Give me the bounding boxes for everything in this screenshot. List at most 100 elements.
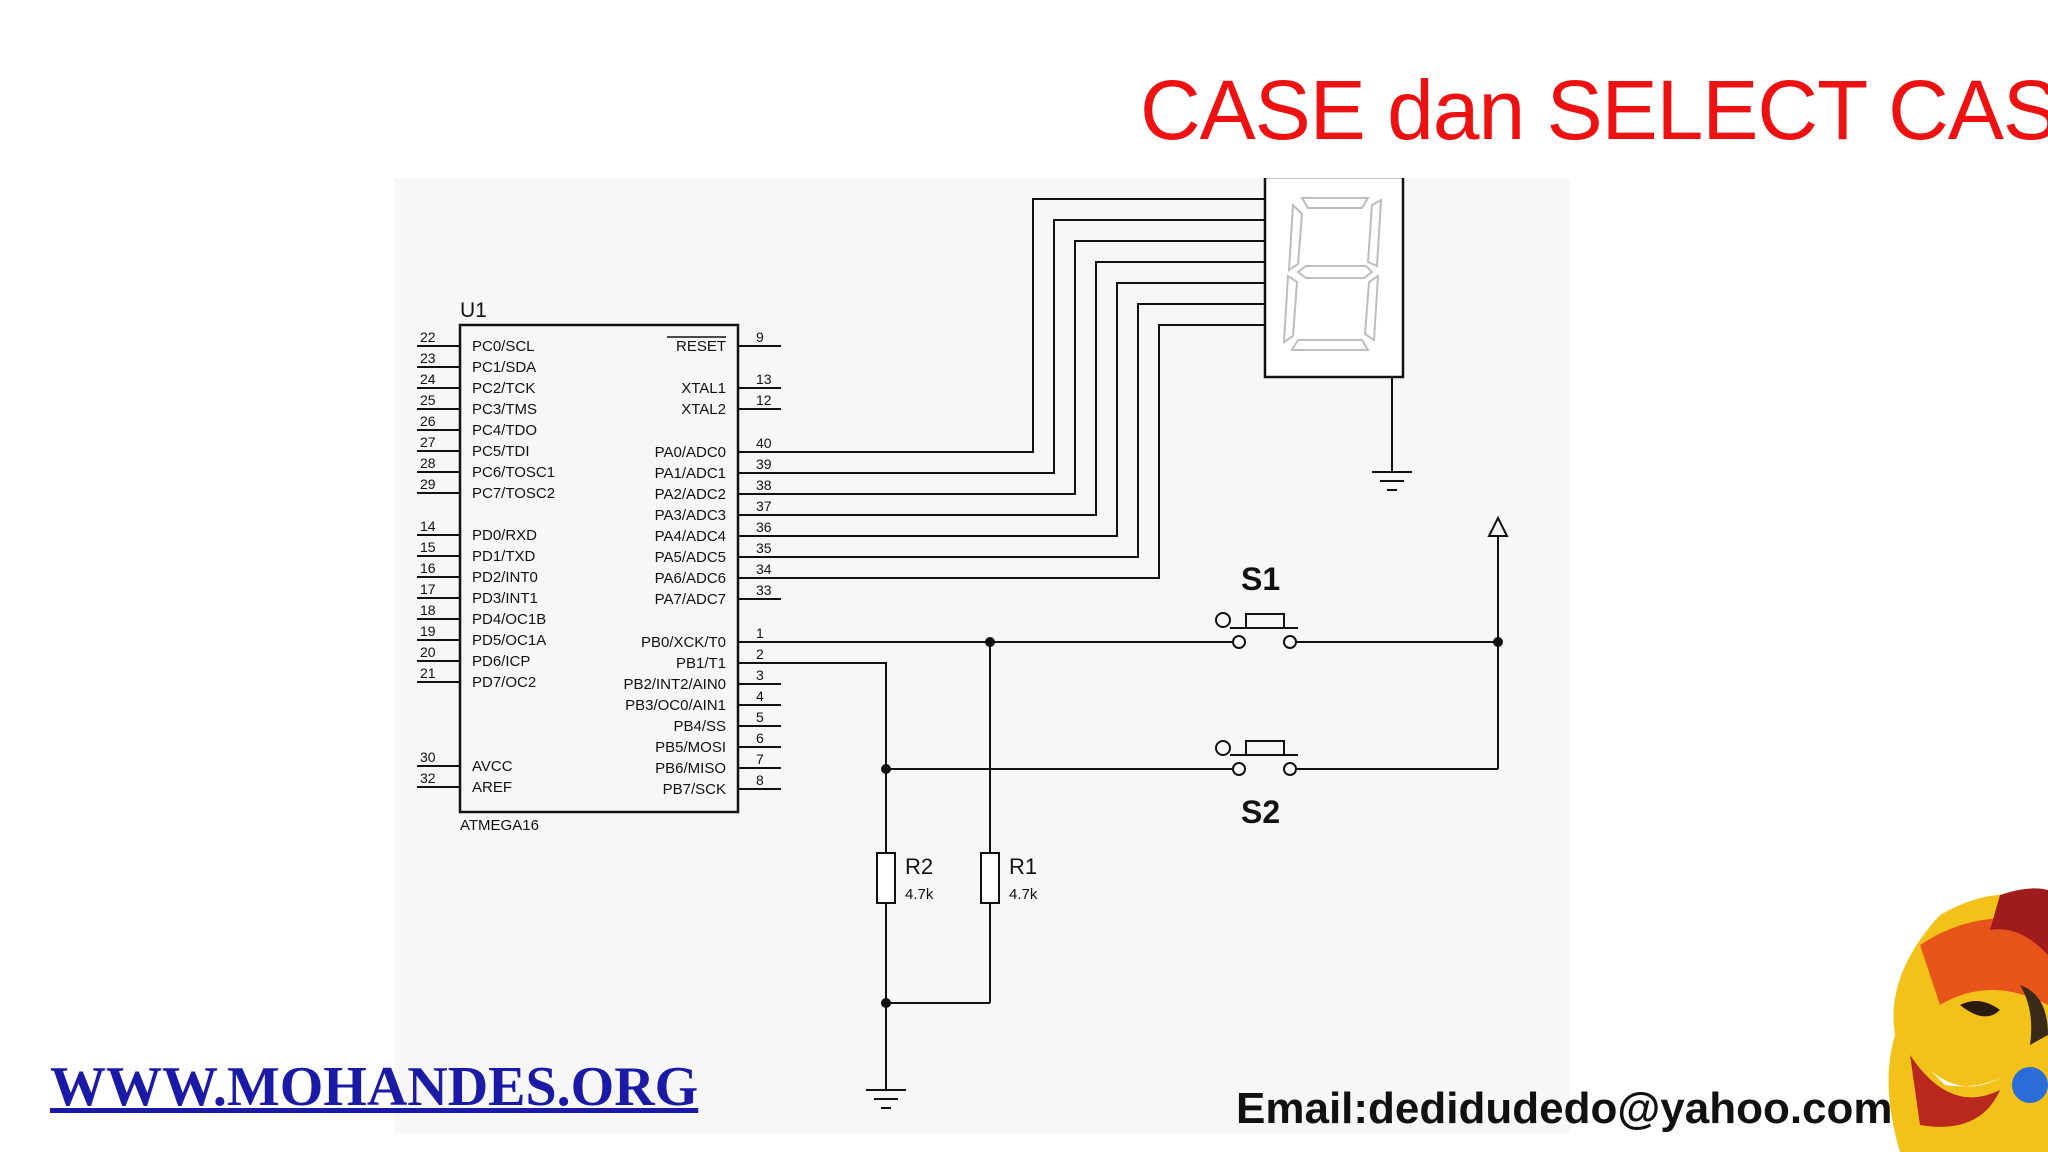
mcu-pin-name: PA1/ADC1 [655, 465, 726, 482]
mcu-pin-name: PC4/TDO [472, 422, 537, 439]
mcu-pin-number: 30 [420, 749, 436, 765]
mcu-pin-name: PD2/INT0 [472, 569, 538, 586]
mcu-pin-name: PB6/MISO [655, 760, 726, 777]
mcu-pin-name: PC0/SCL [472, 338, 535, 355]
mcu-pin-number: 25 [420, 392, 436, 408]
mcu-pin-number: 9 [756, 329, 764, 345]
mcu-pin-name: PB7/SCK [663, 781, 726, 798]
mcu-pin-name: PB3/OC0/AIN1 [625, 697, 726, 714]
mcu-pin-number: 16 [420, 560, 436, 576]
mcu-ref-label: U1 [460, 299, 487, 322]
mcu-pin-name: PA2/ADC2 [655, 486, 726, 503]
mcu-pin-name: PC7/TOSC2 [472, 485, 555, 502]
mcu-pin-number: 24 [420, 371, 436, 387]
mcu-pin-number: 15 [420, 539, 436, 555]
mcu-pin-name: PA6/ADC6 [655, 570, 726, 587]
mcu-pin-number: 28 [420, 455, 436, 471]
mcu-body [458, 323, 740, 814]
mcu-pin-name: PC6/TOSC1 [472, 464, 555, 481]
mcu-pin-number: 38 [756, 477, 772, 493]
mcu-pin-number: 5 [756, 709, 764, 725]
mcu-pin-number: 17 [420, 581, 436, 597]
email-address: Email:dedidudedo@yahoo.com [1236, 1084, 1893, 1133]
mcu-pin-number: 2 [756, 646, 764, 662]
display-ground-symbol [1372, 377, 1412, 491]
mcu-pin-number: 14 [420, 518, 436, 534]
junction-dot [881, 998, 891, 1008]
mcu-pin-number: 33 [756, 582, 772, 598]
mcu-pin-number: 21 [420, 665, 436, 681]
mcu-pin-name: XTAL1 [681, 380, 726, 397]
mcu-pin-number: 1 [756, 625, 764, 641]
mcu-pin-number: 19 [420, 623, 436, 639]
ground-symbol [866, 1089, 906, 1109]
mcu-pin-name: PD4/OC1B [472, 611, 546, 628]
mcu-pin-name: PD6/ICP [472, 653, 530, 670]
mcu-pin-name: PD3/INT1 [472, 590, 538, 607]
mcu-pin-number: 4 [756, 688, 764, 704]
mcu-pin-name: AREF [472, 779, 512, 796]
mcu-pin-name: PA3/ADC3 [655, 507, 726, 524]
mcu-pin-name: PB0/XCK/T0 [641, 634, 726, 651]
mcu-pin-number: 8 [756, 772, 764, 788]
mcu-pin-name: AVCC [472, 758, 513, 775]
resistor-r1 [980, 852, 1000, 904]
switch-s1-label: S1 [1241, 561, 1280, 597]
mcu-pin-number: 18 [420, 602, 436, 618]
resistor-r2 [876, 852, 896, 904]
mcu-pin-number: 36 [756, 519, 772, 535]
mcu-pin-number: 34 [756, 561, 772, 577]
mcu-pin-number: 32 [420, 770, 436, 786]
mcu-pin-name: PD5/OC1A [472, 632, 546, 649]
mcu-pin-number: 22 [420, 329, 436, 345]
mcu-pin-name: XTAL2 [681, 401, 726, 418]
slide-title: CASE dan SELECT CASE [1140, 63, 2048, 157]
switch-s1 [760, 612, 1498, 649]
mcu-pin-name: PB4/SS [673, 718, 726, 735]
mcu-left-pins: 22PC0/SCL23PC1/SDA24PC2/TCK25PC3/TMS26PC… [417, 329, 555, 796]
mcu-pin-number: 6 [756, 730, 764, 746]
mcu-pin-number: 35 [756, 540, 772, 556]
mcu-pin-number: 29 [420, 476, 436, 492]
mcu-pin-name: PA4/ADC4 [655, 528, 726, 545]
mcu-part-label: ATMEGA16 [460, 817, 539, 834]
mcu-pin-number: 20 [420, 644, 436, 660]
vcc-power-symbol [1487, 515, 1509, 769]
mcu-pin-number: 40 [756, 435, 772, 451]
mcu-pin-name: PA5/ADC5 [655, 549, 726, 566]
switch-s2-label: S2 [1241, 794, 1280, 830]
mcu-pin-number: 23 [420, 350, 436, 366]
mcu-pin-number: 12 [756, 392, 772, 408]
mcu-pin-name: PB1/T1 [676, 655, 726, 672]
mcu-pin-name: PB2/INT2/AIN0 [623, 676, 726, 693]
resistor-r1-ref: R1 [1009, 854, 1037, 879]
mcu-pin-number: 27 [420, 434, 436, 450]
circuit-schematic: U1 ATMEGA16 22PC0/SCL23PC1/SDA24PC2/TCK2… [395, 178, 1570, 1133]
resistor-r2-value: 4.7k [905, 886, 934, 903]
pa-bus-wires [760, 198, 1265, 579]
mcu-pin-name: PC1/SDA [472, 359, 536, 376]
mcu-pin-name: PA0/ADC0 [655, 444, 726, 461]
mcu-pin-name: PA7/ADC7 [655, 591, 726, 608]
presenter-avatar-illustration [1888, 888, 2048, 1152]
mcu-pin-name: RESET [676, 338, 726, 355]
junction-dot [985, 637, 995, 647]
mcu-pin-name: PC5/TDI [472, 443, 530, 460]
resistor-network-wires [760, 642, 991, 1090]
mcu-pin-name: PC2/TCK [472, 380, 535, 397]
mcu-pin-name: PC3/TMS [472, 401, 537, 418]
mcu-pin-name: PD1/TXD [472, 548, 536, 565]
mcu-pin-name: PB5/MOSI [655, 739, 726, 756]
junction-dot [1493, 637, 1503, 647]
mcu-pin-name: PD7/OC2 [472, 674, 536, 691]
mcu-pin-number: 7 [756, 751, 764, 767]
junction-dot [881, 764, 891, 774]
seven-segment-display [1263, 178, 1405, 379]
switch-s2 [886, 740, 1498, 776]
mcu-pin-number: 3 [756, 667, 764, 683]
resistor-r2-ref: R2 [905, 854, 933, 879]
mcu-pin-number: 37 [756, 498, 772, 514]
mcu-pin-number: 39 [756, 456, 772, 472]
website-link[interactable]: WWW.MOHANDES.ORG [50, 1056, 699, 1118]
